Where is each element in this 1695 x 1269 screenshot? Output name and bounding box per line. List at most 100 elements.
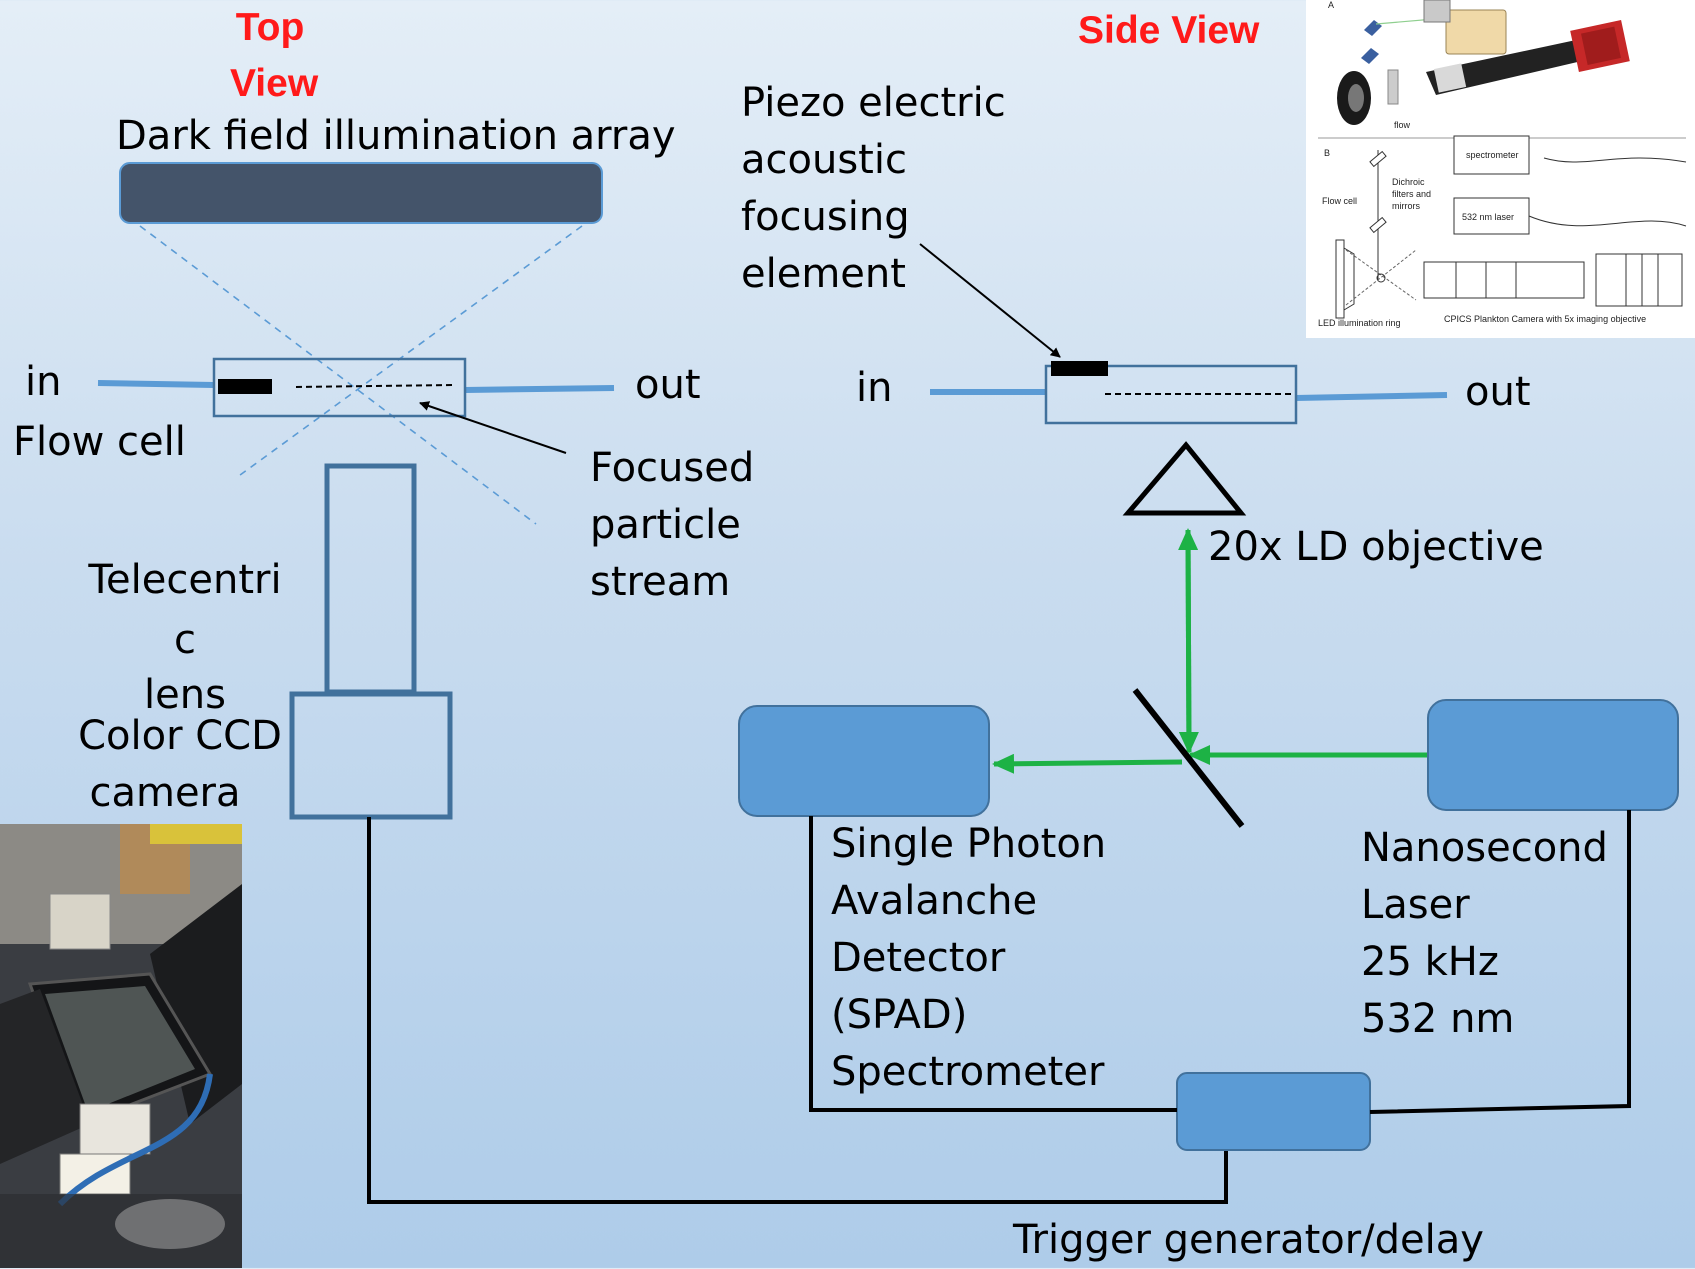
inset-camera-fins <box>1581 26 1621 65</box>
piezo-element-label: Piezo electric acoustic focusing element <box>741 75 1006 303</box>
top-out-label: out <box>635 362 701 408</box>
ccd-camera-body <box>289 691 453 820</box>
laser-line4: 532 nm <box>1361 996 1515 1042</box>
photo-laptop-display <box>45 986 195 1112</box>
camera-label-line1: Color CCD <box>78 713 282 759</box>
piezo-element-top <box>218 379 272 394</box>
inset-spectrometer-fiber <box>1543 157 1687 163</box>
top-in-label: in <box>25 359 62 405</box>
nanosecond-laser-box <box>1427 699 1679 811</box>
piezo-line3: focusing <box>741 194 910 240</box>
lens-label-line1: Telecentri <box>88 557 282 603</box>
inset-dichroic-line3: mirrors <box>1392 201 1420 211</box>
flow-cell-label: Flow cell <box>13 419 186 465</box>
piezo-element-side <box>1051 361 1108 376</box>
top-view-title: Top View <box>230 0 319 112</box>
inset-flow-cell-label: Flow cell <box>1322 196 1357 206</box>
detector-line4: (SPAD) <box>831 992 968 1038</box>
laser-label: Nanosecond Laser 25 kHz 532 nm <box>1361 820 1608 1048</box>
focused-stream-line2: particle <box>590 502 741 548</box>
laser-line2: Laser <box>1361 882 1470 928</box>
piezo-line2: acoustic <box>741 137 907 183</box>
instrument-inset-figure: A flow B spectrometer Dichroic filters a… <box>1306 0 1695 338</box>
field-setup-photo <box>0 824 242 1268</box>
inset-camera-lens-ring <box>1433 63 1467 93</box>
inset-camera-outline <box>1595 253 1683 307</box>
inset-camera-label: CPICS Plankton Camera with 5x imaging ob… <box>1444 314 1646 324</box>
flow-cell-side <box>1044 364 1298 425</box>
inset-laser-cable <box>1528 215 1687 227</box>
beam-objective-down <box>1178 529 1199 754</box>
illumination-array-bar <box>119 162 603 224</box>
focused-stream-line3: stream <box>590 559 731 605</box>
piezo-line1: Piezo electric <box>741 80 1006 126</box>
inset-focus-point <box>1376 273 1386 283</box>
inset-light-ray-2 <box>1345 249 1417 306</box>
side-view-title: Side View <box>1078 9 1260 52</box>
inset-flow-cell-block <box>1387 69 1399 105</box>
detector-line2: Avalanche <box>831 878 1038 924</box>
top-view-title-line2: View <box>230 62 319 105</box>
laser-trigger-cable <box>1369 810 1631 1114</box>
photo-blue-tubing <box>57 1073 213 1207</box>
inset-mirror-mount-2 <box>1361 48 1379 64</box>
inset-laser-box <box>1453 197 1530 235</box>
camera-trigger-cable <box>367 817 1228 1204</box>
inset-spectrometer-label: spectrometer <box>1466 150 1519 160</box>
objective-triangle <box>1122 441 1247 516</box>
inset-led-ring-hole <box>1348 84 1364 112</box>
photo-case-bottom <box>0 1194 242 1268</box>
illumination-cone-line-left <box>139 225 537 525</box>
spad-detector-box <box>738 705 990 817</box>
photo-white-instrument <box>79 1103 151 1155</box>
inset-mirror-2 <box>1369 216 1387 234</box>
inset-panel-b-label: B <box>1324 148 1330 158</box>
photo-case-lid <box>150 884 242 1124</box>
inset-spectrometer-block <box>1423 0 1451 23</box>
detector-line5: Spectrometer <box>831 1049 1105 1095</box>
side-in-label: in <box>856 365 893 411</box>
dichroic-mirror <box>1132 688 1245 828</box>
inset-dichroic-line1: Dichroic <box>1392 177 1425 187</box>
illumination-cone-line-right <box>235 225 583 479</box>
detector-line3: Detector <box>831 935 1006 981</box>
camera-label-line2: camera <box>89 770 241 816</box>
trigger-generator-box <box>1176 1072 1371 1151</box>
inset-led-ring-outline <box>1335 239 1355 319</box>
inset-objective-tube <box>1423 261 1585 299</box>
telecentric-lens-body <box>324 463 417 695</box>
side-out-label: out <box>1465 369 1531 415</box>
laser-line3: 25 kHz <box>1361 939 1499 985</box>
inset-mirror-mount-1 <box>1364 20 1382 36</box>
inset-light-ray-1 <box>1345 249 1417 301</box>
lens-label-line2: c <box>174 617 196 663</box>
photo-laptop-keyboard <box>0 989 90 1164</box>
inset-dichroic-line2: filters and <box>1392 189 1431 199</box>
top-view-title-line1: Top <box>235 6 305 49</box>
outlet-tube-top <box>464 385 615 393</box>
detector-trigger-cable <box>809 816 1177 1112</box>
inset-panel-a-label: A <box>1328 0 1334 10</box>
particle-stream-top <box>295 384 456 388</box>
beam-mirror-to-detector <box>992 753 1183 774</box>
objective-label: 20x LD objective <box>1208 524 1544 570</box>
focused-stream-line1: Focused <box>590 445 755 491</box>
spad-detector-label: Single Photon Avalanche Detector (SPAD) … <box>831 816 1106 1101</box>
detector-line1: Single Photon <box>831 821 1107 867</box>
ccd-camera-label: Color CCD camera <box>78 708 282 822</box>
inset-led-ring-label: LED illumination ring <box>1318 318 1401 328</box>
piezo-pointer <box>919 243 1061 358</box>
photo-shirt <box>150 824 242 844</box>
flow-cell-top <box>212 357 467 418</box>
inlet-tube-top <box>97 380 215 388</box>
inset-flow-label: flow <box>1394 120 1411 130</box>
focused-stream-label: Focused particle stream <box>590 440 754 611</box>
inset-laser-label: 532 nm laser <box>1462 212 1514 222</box>
telecentric-lens-label: Telecentri c lens <box>80 552 290 724</box>
lens-label-line3: lens <box>144 672 226 718</box>
inset-spectrometer-box <box>1453 135 1530 175</box>
illumination-array-label: Dark field illumination array <box>116 113 676 159</box>
laser-line1: Nanosecond <box>1361 825 1608 871</box>
piezo-line4: element <box>741 251 906 297</box>
